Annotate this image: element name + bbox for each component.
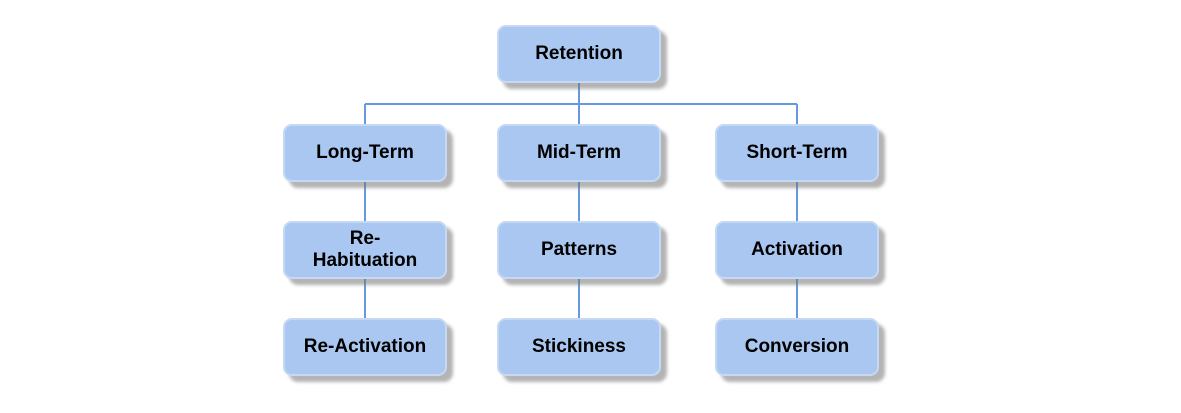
node-activation: Activation	[715, 221, 879, 279]
node-conversion: Conversion	[715, 318, 879, 376]
node-stickiness: Stickiness	[497, 318, 661, 376]
node-retention: Retention	[497, 25, 661, 83]
node-long-term: Long-Term	[283, 124, 447, 182]
node-patterns: Patterns	[497, 221, 661, 279]
node-re-habituation: Re- Habituation	[283, 221, 447, 279]
node-short-term: Short-Term	[715, 124, 879, 182]
node-re-activation: Re-Activation	[283, 318, 447, 376]
node-mid-term: Mid-Term	[497, 124, 661, 182]
